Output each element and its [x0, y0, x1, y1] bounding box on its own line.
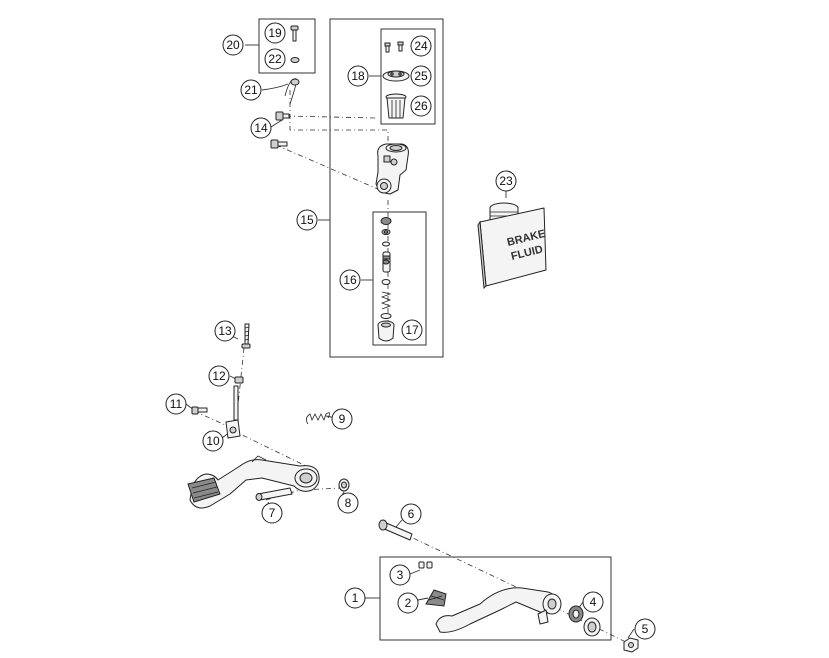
svg-text:21: 21: [244, 83, 258, 97]
callout-9: 9: [331, 408, 353, 430]
brake-hose-part-21: [284, 78, 300, 105]
callout-21: 21: [240, 79, 262, 101]
svg-text:16: 16: [343, 273, 357, 287]
screw-part-24: [384, 41, 404, 53]
svg-text:3: 3: [397, 568, 404, 582]
bolt-part-14: [275, 111, 290, 121]
group-box-15: [329, 18, 444, 358]
svg-text:25: 25: [414, 69, 428, 83]
assembly-axes: [193, 90, 631, 645]
group-box-18: [380, 28, 436, 125]
bushing-part-4: [568, 605, 601, 637]
piston-kit-part-16: [380, 217, 392, 319]
callout-3: 3: [389, 564, 411, 586]
brake-fluid-can-part-23: BRAKE FLUID: [477, 202, 547, 290]
callout-11: 11: [165, 393, 187, 415]
group-box-20: [258, 18, 316, 74]
callout-2: 2: [397, 592, 419, 614]
svg-text:9: 9: [339, 412, 346, 426]
svg-text:15: 15: [300, 213, 314, 227]
cup-seal-part-17: [377, 320, 395, 342]
bolt-part-lower: [270, 139, 288, 149]
svg-text:5: 5: [642, 622, 649, 636]
svg-text:1: 1: [352, 591, 359, 605]
shaft-part-6: [378, 519, 413, 541]
callout-12: 12: [208, 365, 230, 387]
group-box-1: [379, 556, 612, 641]
washer-part-22: [290, 57, 300, 63]
reservoir-bellow-part-26: [385, 93, 407, 119]
svg-text:13: 13: [218, 324, 232, 338]
callout-13: 13: [214, 320, 236, 342]
callout-10: 10: [202, 430, 224, 452]
callout-20: 20: [222, 34, 244, 56]
svg-text:24: 24: [414, 39, 428, 53]
svg-text:2: 2: [405, 596, 412, 610]
screw-part-19: [290, 25, 299, 42]
lower-lever-part: [435, 587, 562, 633]
callout-8: 8: [337, 492, 359, 514]
svg-text:4: 4: [590, 595, 597, 609]
svg-text:14: 14: [254, 121, 268, 135]
callout-6: 6: [400, 503, 422, 525]
callout-22: 22: [264, 48, 286, 70]
nut-part-5: [623, 637, 639, 653]
callout-23: 23: [495, 170, 517, 192]
callout-14: 14: [250, 117, 272, 139]
callout-18: 18: [347, 65, 369, 87]
svg-text:10: 10: [206, 434, 220, 448]
callout-25: 25: [410, 65, 432, 87]
spring-part-9: [306, 412, 330, 425]
svg-text:12: 12: [212, 369, 226, 383]
pad-part-3: [418, 561, 433, 569]
callout-5: 5: [634, 618, 656, 640]
svg-text:22: 22: [268, 52, 282, 66]
svg-text:20: 20: [226, 38, 240, 52]
master-cylinder-part-15: [375, 143, 409, 195]
clevis-part-10: [225, 385, 241, 439]
callout-4: 4: [582, 591, 604, 613]
callout-24: 24: [410, 35, 432, 57]
callout-15: 15: [296, 209, 318, 231]
svg-text:6: 6: [408, 507, 415, 521]
svg-text:8: 8: [345, 496, 352, 510]
brake-lever-part: [187, 455, 320, 509]
callout-16: 16: [339, 269, 361, 291]
svg-text:7: 7: [269, 506, 276, 520]
svg-text:19: 19: [268, 26, 282, 40]
svg-text:17: 17: [405, 323, 419, 337]
nut-part-12: [234, 376, 244, 384]
callout-19: 19: [264, 22, 286, 44]
pin-part-7: [255, 487, 293, 501]
svg-text:11: 11: [170, 397, 183, 411]
push-rod-part-13: [241, 323, 251, 349]
callout-17: 17: [401, 319, 423, 341]
foot-peg-part-2: [425, 589, 447, 607]
svg-text:23: 23: [499, 174, 513, 188]
callout-26: 26: [410, 95, 432, 117]
callout-7: 7: [261, 502, 283, 524]
bushing-part-8: [338, 478, 350, 492]
bolt-part-11: [191, 406, 208, 415]
svg-text:26: 26: [414, 99, 428, 113]
group-box-16: [372, 211, 427, 346]
reservoir-cap-part-25: [382, 70, 410, 82]
callout-1: 1: [344, 587, 366, 609]
svg-text:18: 18: [351, 69, 365, 83]
